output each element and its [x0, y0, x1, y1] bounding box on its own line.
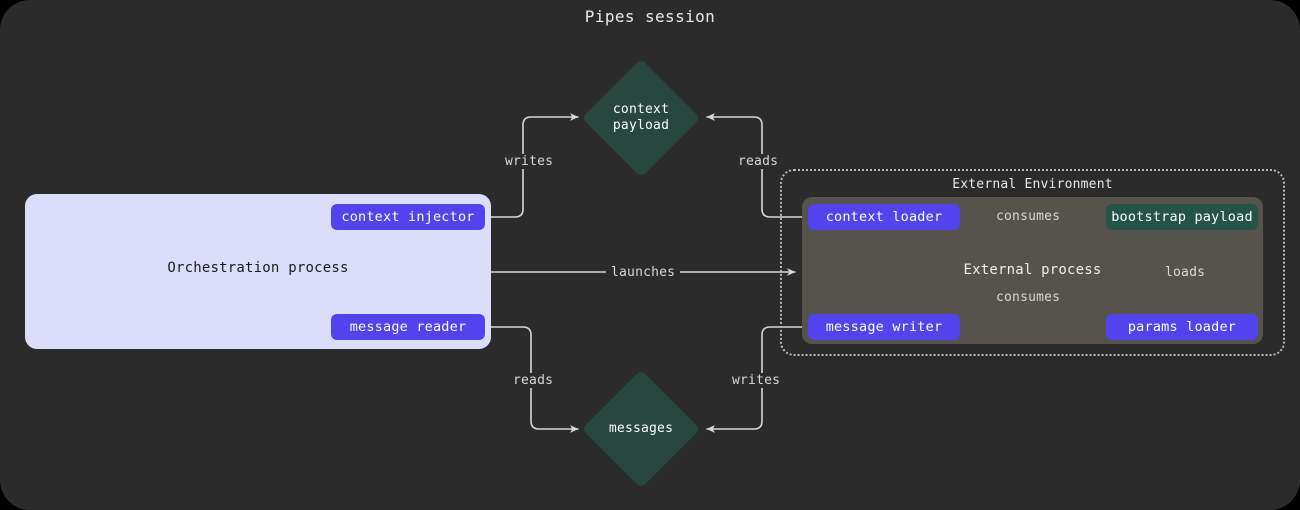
node-bootstrap-payload[interactable]: bootstrap payload: [1106, 204, 1258, 230]
orchestration-process-label: Orchestration process: [167, 260, 349, 276]
node-params-loader[interactable]: params loader: [1106, 314, 1258, 340]
external-process-label: External process: [963, 262, 1102, 278]
edge-label-consumes-context: consumes: [991, 209, 1066, 224]
edge-label-writes-messages: writes: [727, 373, 786, 388]
node-message-reader[interactable]: message reader: [331, 314, 485, 340]
edge-label-loads: loads: [1160, 265, 1211, 280]
store-messages-label: messages: [608, 421, 674, 436]
node-context-injector[interactable]: context injector: [331, 204, 485, 230]
external-environment-group: External Environment: [780, 169, 1285, 356]
node-context-loader[interactable]: context loader: [808, 204, 960, 230]
edge-label-reads-messages: reads: [508, 373, 559, 388]
edge-label-launches: launches: [606, 265, 681, 280]
page-title: Pipes session: [584, 7, 716, 26]
node-message-writer[interactable]: message writer: [808, 314, 960, 340]
edge-label-writes-context: writes: [500, 154, 559, 169]
edge-label-consumes-message: consumes: [991, 290, 1066, 305]
store-context-payload-label: context payload: [612, 102, 670, 133]
external-environment-label: External Environment: [952, 177, 1113, 192]
store-context-payload[interactable]: context payload: [581, 58, 701, 178]
store-messages[interactable]: messages: [581, 369, 701, 489]
edge-label-reads-context: reads: [733, 154, 784, 169]
